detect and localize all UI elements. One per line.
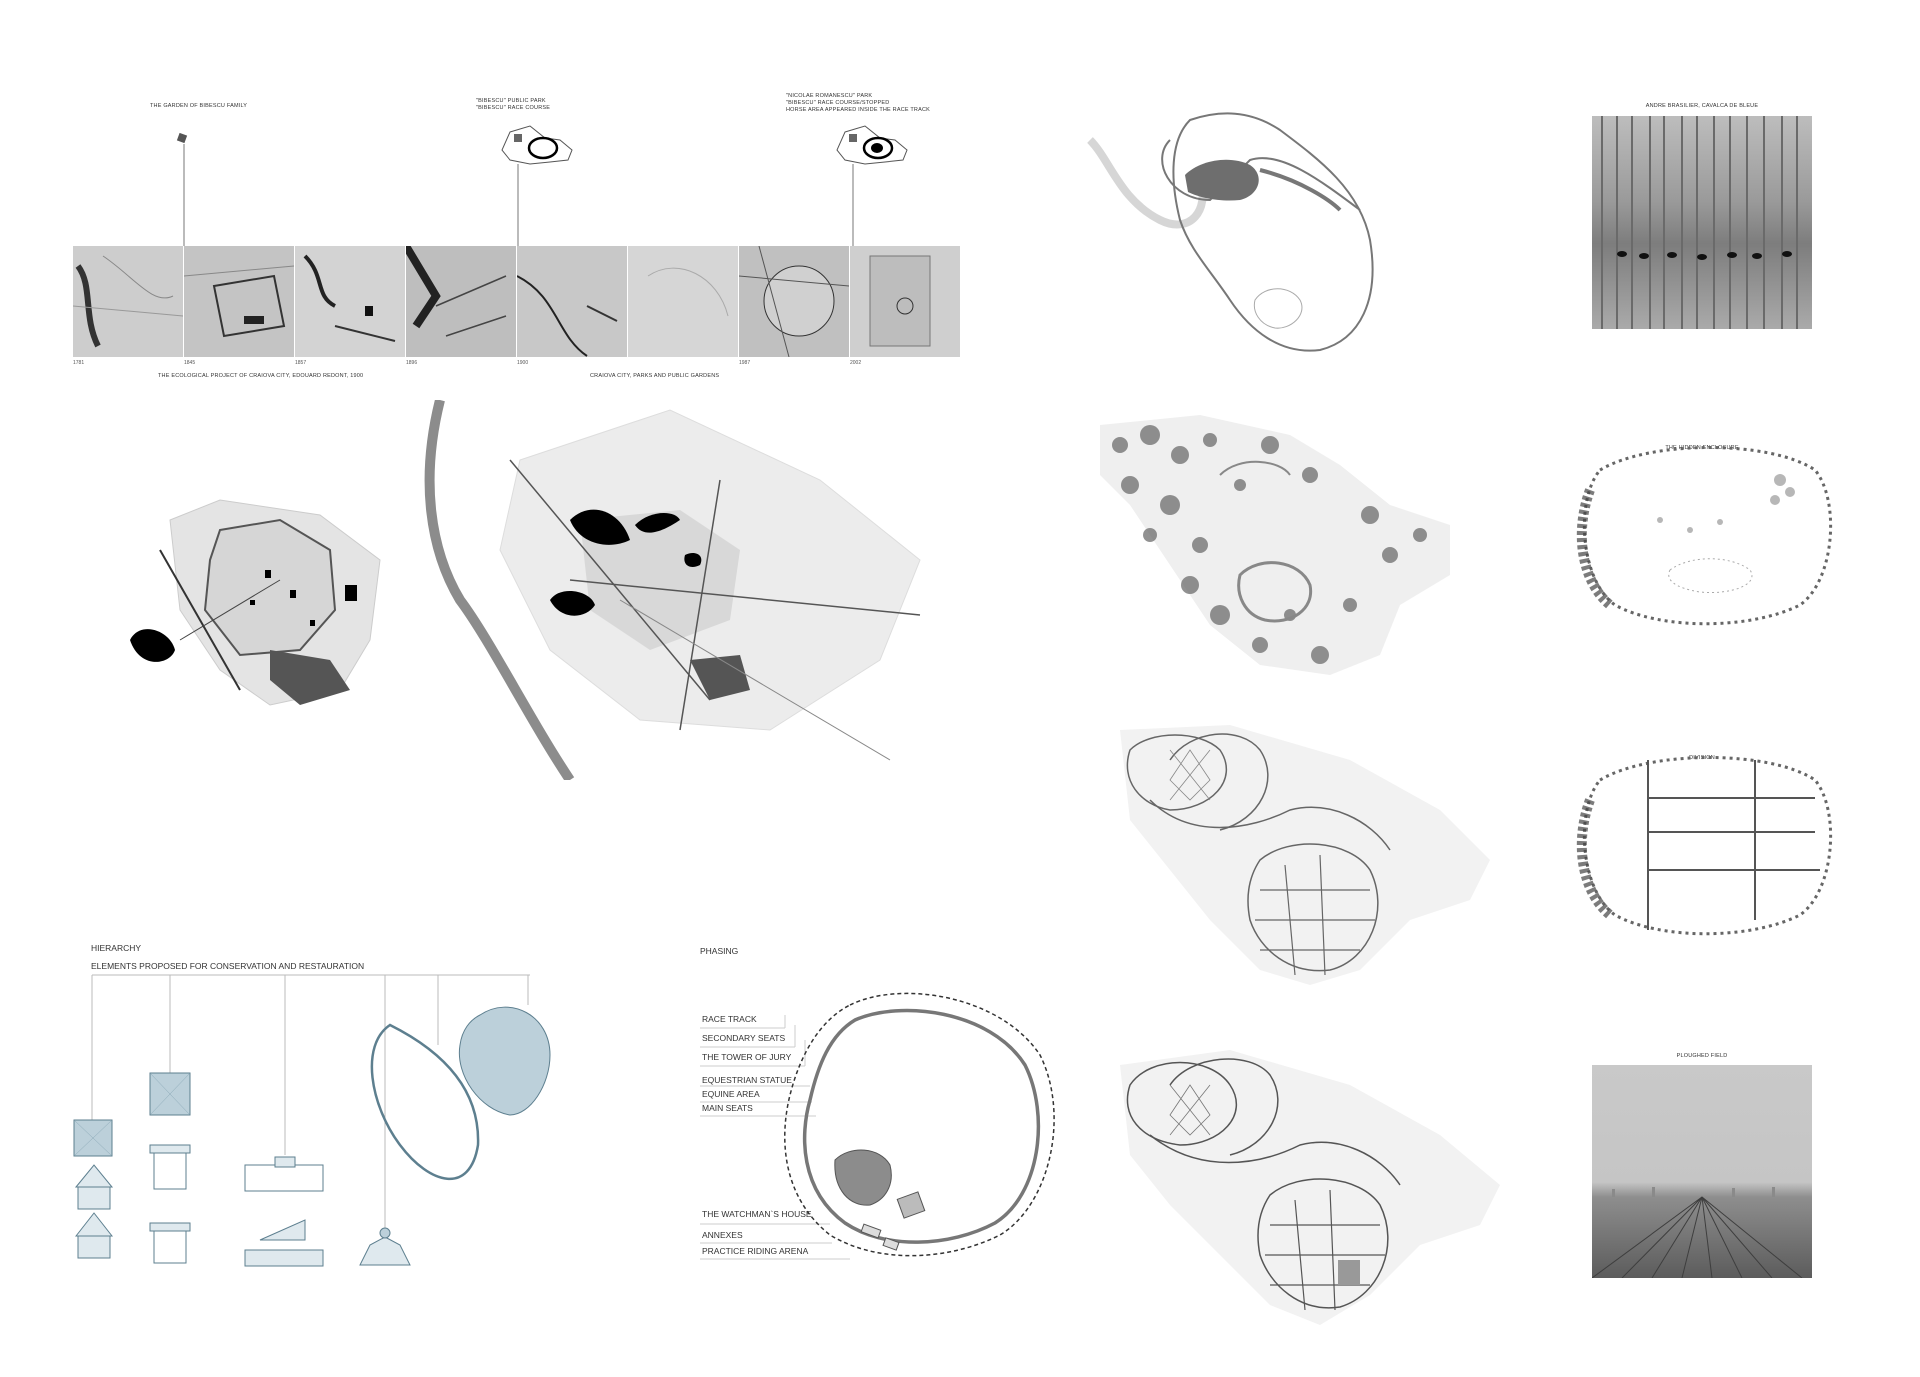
hierarchy-pavilion-elevation-2 xyxy=(74,1212,114,1259)
caption-painting: ANDRE BRASILIER, CAVALCA DE BLEUE xyxy=(1645,103,1759,109)
hierarchy-tower-elevation-1 xyxy=(149,1144,191,1190)
site-plan-current-lake xyxy=(1185,159,1259,201)
phasing-main-seats xyxy=(834,1149,892,1206)
site-plan-division-1 xyxy=(1120,725,1490,985)
year-1781: 1781 xyxy=(73,360,85,366)
hierarchy-subtitle: ELEMENTS PROPOSED FOR CONSERVATION AND R… xyxy=(91,961,365,971)
site-plan-small-1 xyxy=(176,132,188,144)
timeline-label-1: THE GARDEN OF BIBESCU FAMILY xyxy=(150,103,248,109)
phasing-item-main-seats: MAIN SEATS xyxy=(702,1103,753,1113)
hierarchy-grandstand-section xyxy=(259,1219,306,1241)
phasing-boundary-dashed xyxy=(784,992,1055,1257)
year-1896: 1896 xyxy=(406,360,418,366)
phasing-item-equestrian-statue: EQUESTRIAN STATUE xyxy=(702,1075,792,1085)
phasing-diagram xyxy=(700,992,1055,1260)
phasing-annexes xyxy=(860,1223,882,1239)
historic-map-1900 xyxy=(517,246,627,357)
city-map-small xyxy=(130,499,381,706)
hierarchy-pavilion-elevation-1 xyxy=(74,1164,114,1210)
hierarchy-grandstand-facade xyxy=(244,1249,324,1267)
site-plan-park-3 xyxy=(836,125,908,165)
hierarchy-diagram xyxy=(73,974,551,1267)
diagram-hidden-enclosure xyxy=(1576,446,1833,626)
hierarchy-pavilion-plan xyxy=(73,1119,113,1157)
year-2002: 2002 xyxy=(850,360,862,366)
historic-map-1987 xyxy=(739,246,849,357)
timeline-bottom-label-1: THE ECOLOGICAL PROJECT OF CRAIOVA CITY, … xyxy=(158,373,364,379)
year-1987: 1987 xyxy=(739,360,751,366)
photo-ploughed-field xyxy=(1591,1065,1812,1279)
timeline-bottom-label-2: CRAIOVA CITY, PARKS AND PUBLIC GARDENS xyxy=(590,373,720,379)
site-plan-current xyxy=(1087,112,1374,352)
hierarchy-grandstand-elevation xyxy=(244,1156,324,1192)
site-plan-division-2 xyxy=(1120,1050,1500,1325)
city-map-large xyxy=(424,400,921,780)
year-1900: 1900 xyxy=(517,360,529,366)
year-1845: 1845 xyxy=(184,360,196,366)
hierarchy-tower-plan xyxy=(149,1072,191,1116)
historic-map-1857 xyxy=(295,246,405,357)
phasing-item-watchmans-house: THE WATCHMAN`S HOUSE xyxy=(702,1209,812,1219)
year-1857: 1857 xyxy=(295,360,307,366)
historic-map-1900b xyxy=(628,246,738,357)
timeline-label-2: "BIBESCU" PUBLIC PARK "BIBESCU" RACE COU… xyxy=(476,98,551,111)
historic-map-1896 xyxy=(406,246,516,357)
phasing-item-secondary-seats: SECONDARY SEATS xyxy=(702,1033,786,1043)
phasing-item-tower-of-jury: THE TOWER OF JURY xyxy=(702,1052,792,1062)
hierarchy-race-track-outline xyxy=(370,1023,480,1180)
site-plan-vegetation xyxy=(1100,415,1450,675)
hierarchy-tower-elevation-2 xyxy=(149,1222,191,1264)
site-plan-highlight-plot xyxy=(1338,1260,1360,1285)
historic-map-2002 xyxy=(850,246,960,357)
hierarchy-race-track-field xyxy=(458,1006,551,1116)
painting-horses-in-forest xyxy=(1592,116,1812,329)
phasing-title: PHASING xyxy=(700,946,739,956)
phasing-item-annexes: ANNEXES xyxy=(702,1230,743,1240)
site-plan-park-2 xyxy=(501,125,573,165)
phasing-practice-arena xyxy=(882,1237,900,1251)
timeline-label-3: "NICOLAE ROMANESCU" PARK "BIBESCU" RACE … xyxy=(786,93,931,113)
phasing-item-practice-riding-arena: PRACTICE RIDING ARENA xyxy=(702,1246,809,1256)
caption-ploughed-field: PLOUGHED FIELD xyxy=(1676,1053,1728,1059)
timeline-connectors xyxy=(176,125,908,246)
diagram-division xyxy=(1576,756,1833,936)
hierarchy-title: HIERARCHY xyxy=(91,943,142,953)
phasing-item-equine-area: EQUINE AREA xyxy=(702,1089,760,1099)
phasing-equine-area xyxy=(896,1191,926,1219)
historic-map-1845 xyxy=(184,246,294,357)
phasing-item-race-track: RACE TRACK xyxy=(702,1014,757,1024)
historic-map-1781 xyxy=(73,246,183,357)
phasing-race-track xyxy=(802,1008,1041,1244)
hierarchy-statue xyxy=(359,1227,411,1266)
